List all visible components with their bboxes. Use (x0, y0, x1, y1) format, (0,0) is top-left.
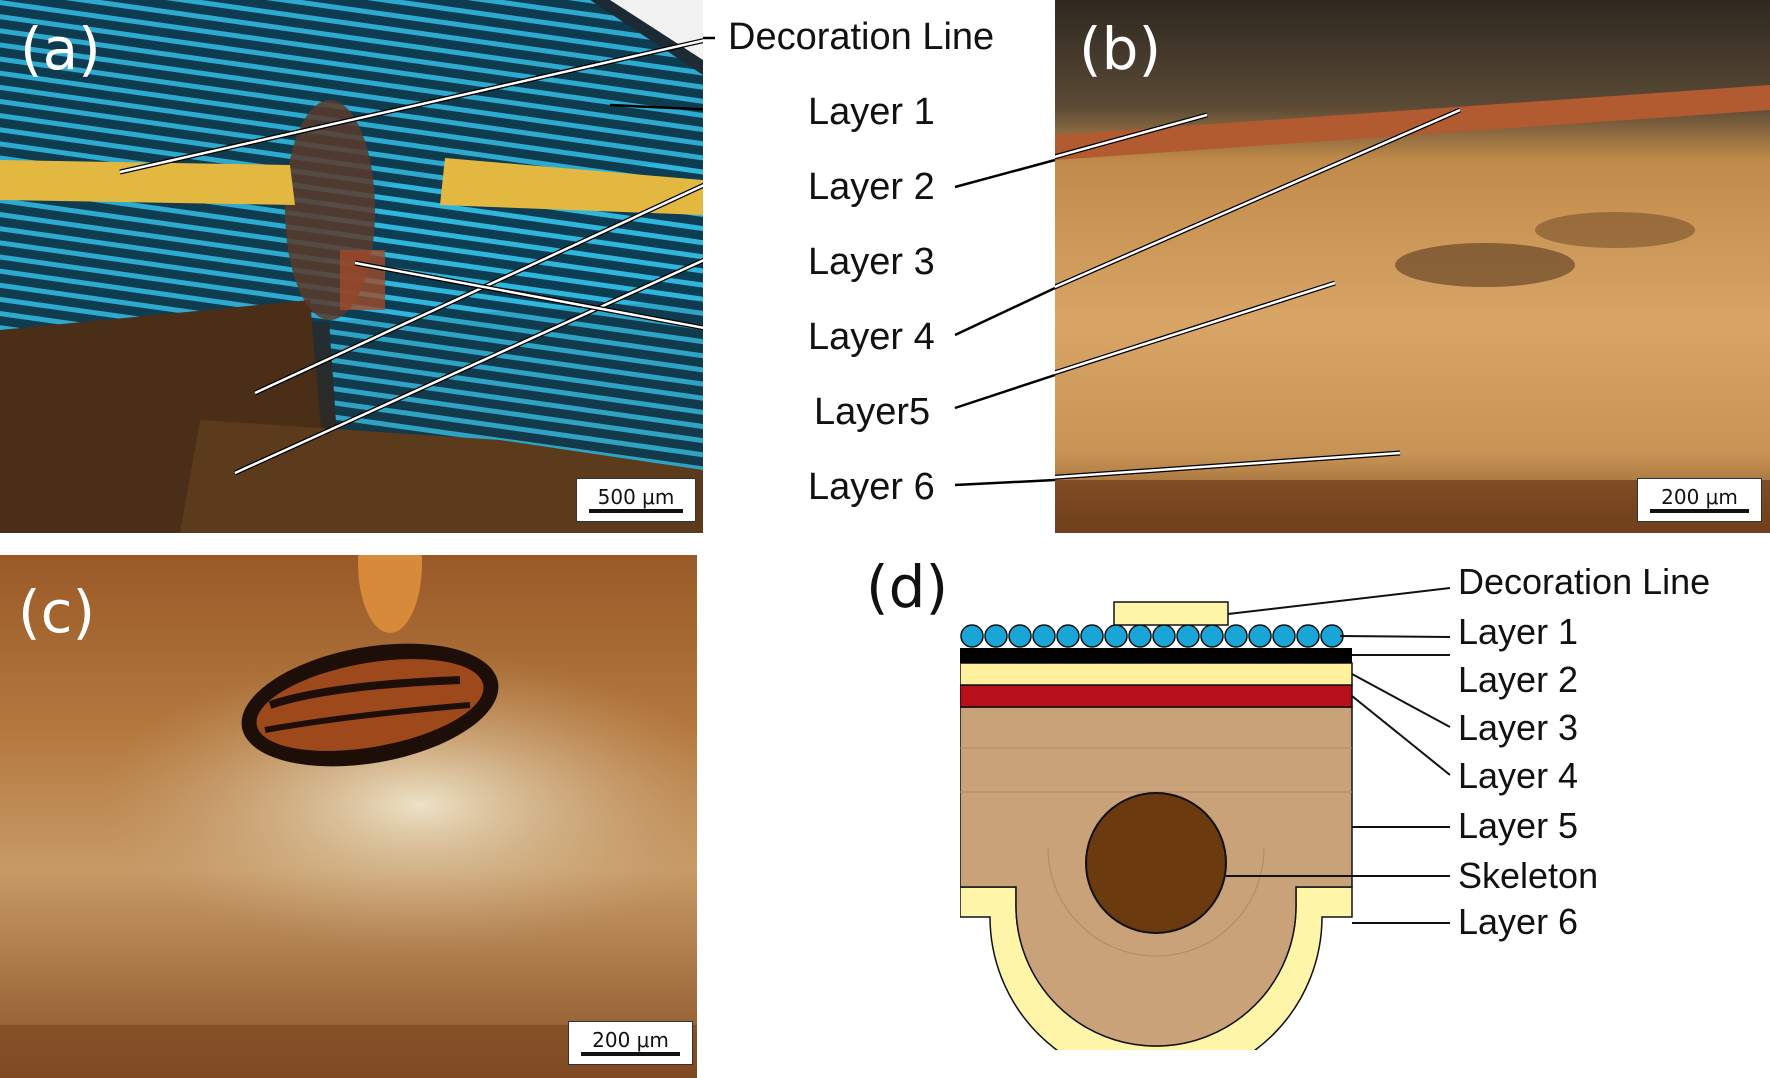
feather-micrograph-image (0, 0, 703, 533)
panel-a-scale-text: 500 μm (597, 485, 675, 509)
panel-b-micrograph: (b) 200 μm (1055, 0, 1770, 533)
panel-c-scale-text: 200 μm (592, 1028, 669, 1052)
panel-c-micrograph: (c) 200 μm (0, 555, 697, 1078)
layer4-band (960, 684, 1353, 708)
panel-c-label: (c) (18, 578, 96, 646)
skeleton-micrograph-image (0, 555, 697, 1078)
d-layer3-label: Layer 3 (1458, 707, 1579, 748)
decoration-line-block (1113, 601, 1229, 626)
panel-a-label: (a) (20, 15, 101, 83)
layer1-beads (960, 624, 1344, 648)
panel-b-scale-bar: 200 μm (1637, 478, 1762, 522)
panel-b-scale-text: 200 μm (1661, 485, 1738, 509)
cross-section-micrograph-image (1055, 0, 1770, 533)
d-layer5-label: Layer 5 (1458, 805, 1579, 846)
d-layer4-label: Layer 4 (1458, 755, 1579, 796)
panel-c-scale-line (581, 1052, 680, 1056)
d-layer1-label: Layer 1 (1458, 611, 1579, 652)
panel-a-scale-line (589, 509, 683, 513)
d-layer6-label: Layer 6 (1458, 901, 1579, 942)
layer2-band (960, 648, 1352, 663)
layer-structure-diagram (960, 587, 1451, 1050)
layer3-band (960, 662, 1353, 686)
ab-layer1-label: Layer 1 (808, 91, 935, 133)
d-skeleton-label: Skeleton (1458, 855, 1599, 896)
panel-b-label: (b) (1079, 15, 1162, 83)
panel-a-scale-bar: 500 μm (576, 478, 696, 522)
ab-layer3-label: Layer 3 (808, 241, 935, 283)
panel-a-micrograph: (a) 500 μm (0, 0, 703, 533)
ab-layer5-label: Layer5 (814, 391, 931, 433)
d-layer2-label: Layer 2 (1458, 659, 1579, 700)
ab-layer2-label: Layer 2 (808, 166, 935, 208)
callout-lines-overlay (703, 36, 1056, 487)
skeleton-circle (1085, 792, 1227, 934)
ab-decoration-line-label: Decoration Line (728, 16, 995, 58)
ab-layer4-label: Layer 4 (808, 316, 935, 358)
ab-layer6-label: Layer 6 (808, 466, 935, 508)
panel-d-label: (d) (866, 553, 949, 621)
panel-c-scale-bar: 200 μm (568, 1021, 693, 1065)
d-decoration-line-label: Decoration Line (1458, 561, 1711, 602)
panel-b-scale-line (1650, 509, 1749, 513)
